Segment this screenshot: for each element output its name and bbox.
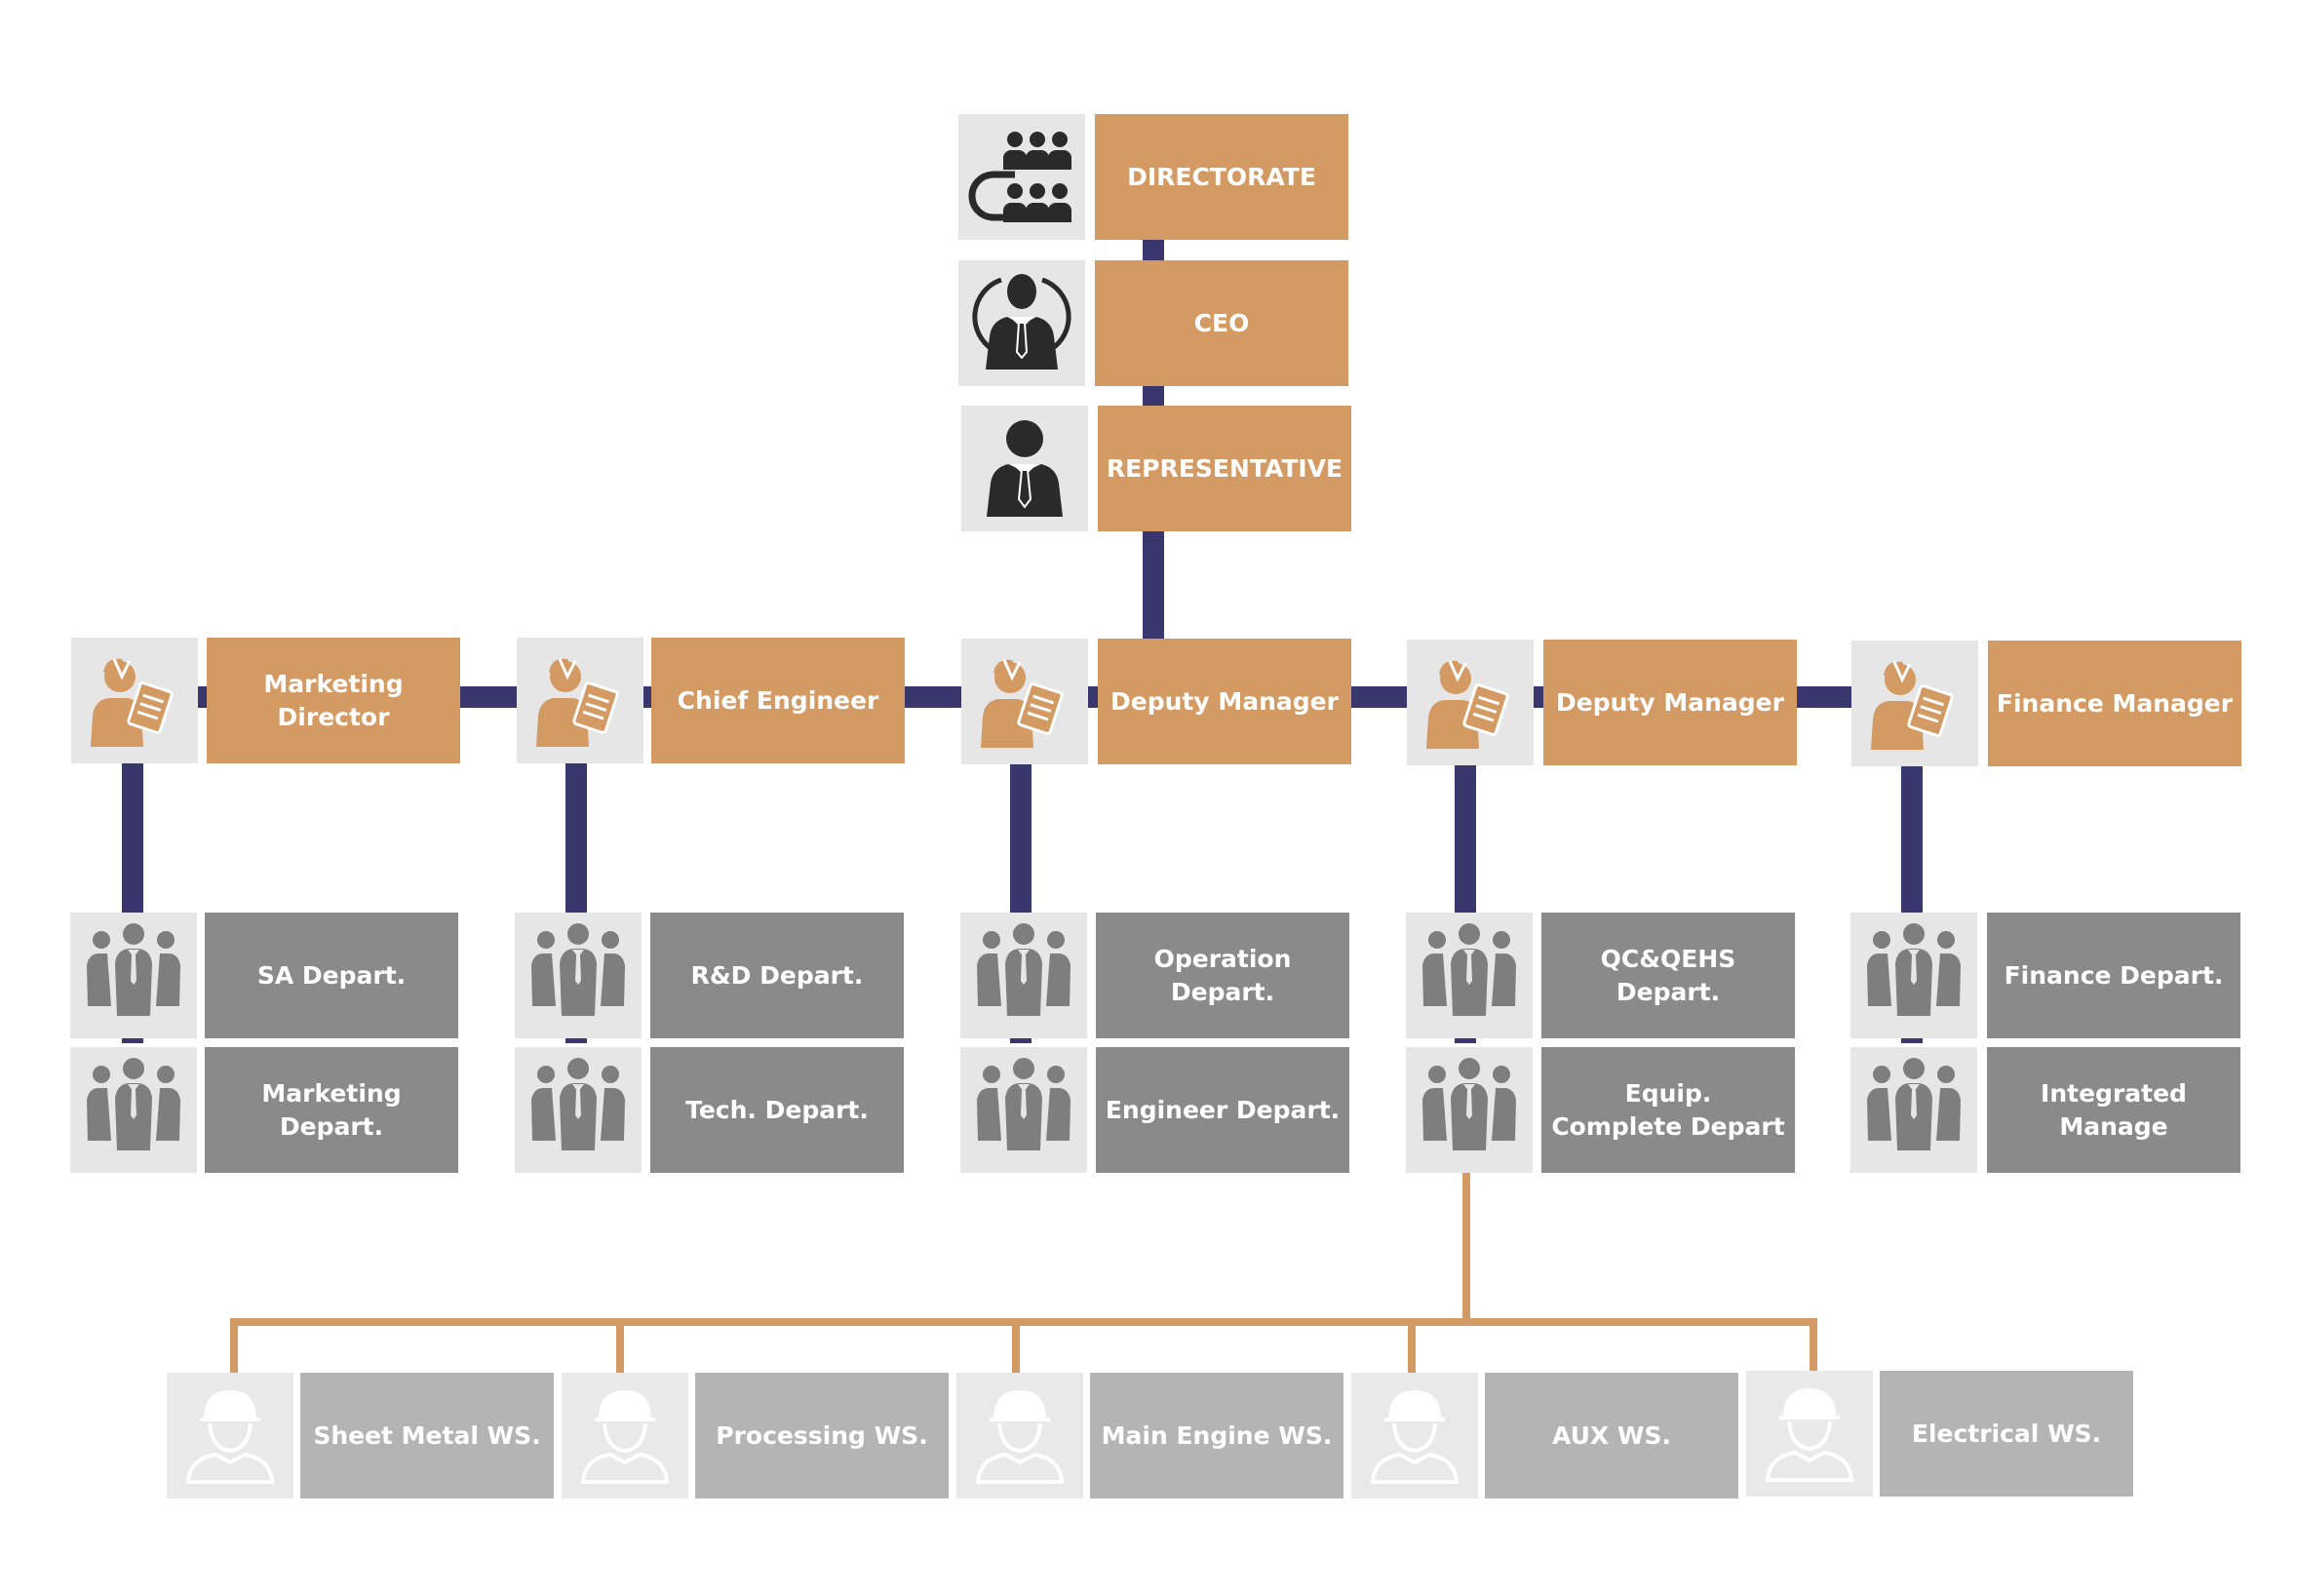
dept-icon-box-3-2 [960,1047,1087,1173]
dept-box-1-2: Marketing Depart. [205,1047,458,1173]
manager-icon-box-4 [1407,640,1534,765]
directorate-box: DIRECTORATE [1095,114,1348,240]
manager-icon-box-3 [961,639,1088,764]
dept-icon-box-5-1 [1850,913,1977,1038]
dept-icon-box-1-2 [70,1047,197,1173]
manager-icon-box-5 [1851,641,1978,766]
team-icon [1422,923,1516,1016]
team-icon [87,923,180,1016]
dept-box-1-1: SA Depart. [205,913,458,1038]
team-icon [1422,1058,1516,1150]
connector-directorate-ceo [1143,238,1164,261]
hard-hat-worker-icon [1765,1387,1854,1482]
dept-box-5-2: Integrated Manage [1987,1047,2240,1173]
connector-ws-4 [1408,1318,1416,1373]
dept-box-3-2: Engineer Depart. [1096,1047,1349,1173]
representative-icon-box [961,406,1088,531]
team-icon [977,923,1071,1016]
connector-ws-2 [616,1318,624,1373]
dept-icon-box-2-2 [515,1047,642,1173]
ceo-box: CEO [1095,260,1348,386]
manager-box-4: Deputy Manager [1543,640,1797,765]
dept-icon-box-3-1 [960,913,1087,1038]
team-icon [531,923,625,1016]
ceo-icon-box [958,260,1085,386]
connector-workshop-row [230,1318,1817,1326]
hard-hat-worker-icon [1370,1389,1460,1484]
dept-box-2-2: Tech. Depart. [650,1047,904,1173]
dept-box-2-1: R&D Depart. [650,913,904,1038]
representative-box: REPRESENTATIVE [1098,406,1351,531]
connector-equip-workshops [1462,1170,1470,1324]
manager-box-5: Finance Manager [1988,641,2241,766]
businessman-icon [987,420,1063,517]
workshop-box-5: Electrical WS. [1880,1371,2133,1497]
manager-clipboard-icon [981,659,1064,748]
manager-icon-box-2 [517,638,643,763]
dept-box-4-2: Equip. Complete Depart [1541,1047,1795,1173]
team-icon [1867,923,1961,1016]
manager-box-3: Deputy Manager [1098,639,1351,764]
directorate-icon-box [958,114,1085,240]
team-icon [87,1058,180,1150]
manager-box-1: Marketing Director [207,638,460,763]
manager-icon-box-1 [71,638,198,763]
manager-box-2: Chief Engineer [651,638,905,763]
workshop-icon-box-1 [167,1373,293,1499]
manager-clipboard-icon [1426,660,1509,749]
dept-box-3-1: Operation Depart. [1096,913,1349,1038]
connector-ws-3 [1012,1318,1020,1373]
workshop-icon-box-3 [956,1373,1083,1499]
hard-hat-worker-icon [580,1389,670,1484]
dept-icon-box-4-2 [1406,1047,1533,1173]
dept-icon-box-1-1 [70,913,197,1038]
dept-box-5-1: Finance Depart. [1987,913,2240,1038]
hard-hat-worker-icon [185,1389,275,1484]
connector-ws-1 [230,1318,238,1373]
team-icon [977,1058,1071,1150]
team-icon [531,1058,625,1150]
connector-ceo-representative [1143,384,1164,408]
dept-icon-box-4-1 [1406,913,1533,1038]
workshop-box-2: Processing WS. [695,1373,949,1499]
connector-representative-managers [1143,530,1164,639]
dept-box-4-1: QC&QEHS Depart. [1541,913,1795,1038]
workshop-box-3: Main Engine WS. [1090,1373,1343,1499]
manager-clipboard-icon [91,658,174,747]
hard-hat-worker-icon [975,1389,1065,1484]
workshop-icon-box-2 [562,1373,688,1499]
team-icon [1867,1058,1961,1150]
workshop-icon-box-4 [1351,1373,1478,1499]
workshop-box-4: AUX WS. [1485,1373,1738,1499]
executive-icon [972,274,1071,370]
workshop-icon-box-5 [1746,1371,1873,1497]
manager-clipboard-icon [536,658,619,747]
manager-clipboard-icon [1871,661,1954,750]
board-meeting-icon [968,132,1071,222]
connector-ws-5 [1810,1318,1817,1373]
dept-icon-box-5-2 [1850,1047,1977,1173]
workshop-box-1: Sheet Metal WS. [300,1373,554,1499]
dept-icon-box-2-1 [515,913,642,1038]
